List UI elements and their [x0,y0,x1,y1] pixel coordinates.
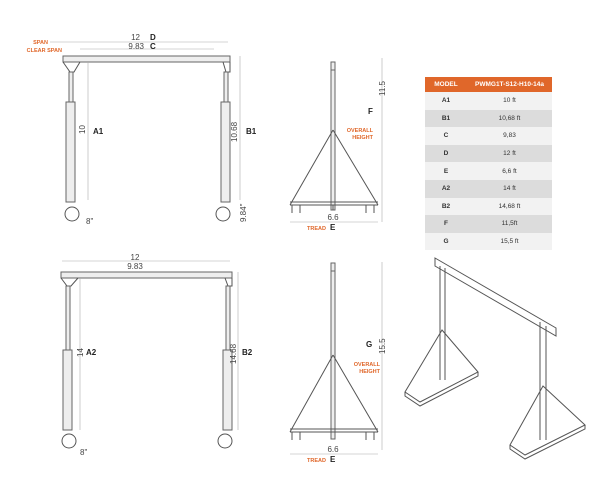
dimension-key: F [425,215,467,233]
f-key: F [368,107,373,116]
span-value: 12 [131,253,140,262]
dimension-key: G [425,232,467,251]
tread-label: TREAD [307,458,326,464]
side-view-low: 11.5 F OVERALL HEIGHT 6.6 TREAD E [289,58,387,232]
dimension-value: 14,68 ft [467,197,552,216]
dimension-key: A1 [425,92,467,110]
tread-value: 6.6 [327,445,339,454]
tread-value: 6.6 [327,213,339,222]
clear-span-value: 9.83 [128,42,144,51]
clear-span-value: 9.83 [127,262,143,271]
span-key: D [150,33,156,42]
front-view-low: SPAN CLEAR SPAN 12 D 9.83 C 10 A1 10.68 … [27,33,257,226]
tread-label: TREAD [307,226,326,232]
dimension-value: 9,83 [467,127,552,145]
dimension-key: C [425,127,467,145]
b2-key: B2 [242,348,253,357]
clear-span-label: CLEAR SPAN [27,48,62,54]
dimension-key: A2 [425,179,467,198]
b2-value: 14.68 [229,343,238,364]
dimension-value: 15,5 ft [467,232,552,251]
a1-value: 10 [78,125,87,134]
side-view-high: 15.5 G OVERALL HEIGHT 6.6 TREAD E [289,262,387,464]
a2-value: 14 [76,348,85,357]
dimension-key: E [425,162,467,180]
wheel-height: 9.84" [239,203,248,222]
dimension-key: D [425,144,467,163]
overall-height-label: OVERALL [354,362,381,368]
tread-key: E [330,455,336,464]
g-value: 15.5 [378,338,387,354]
a2-key: A2 [86,348,97,357]
wheel-diameter: 8" [80,448,87,457]
front-view-high: 12 9.83 14 A2 14.68 B2 8" [60,253,253,457]
span-value: 12 [131,33,140,42]
dimension-value: 12 ft [467,144,552,163]
span-label: SPAN [33,40,48,46]
dimension-value: 10,68 ft [467,109,552,128]
dimension-value: 10 ft [467,92,552,110]
overall-height-label: OVERALL [347,128,374,134]
g-key: G [366,340,372,349]
spec-header-model: MODEL [425,77,467,92]
overall-height-label: HEIGHT [352,135,373,141]
tread-key: E [330,223,336,232]
dimension-key: B1 [425,109,467,128]
f-value: 11.5 [378,80,387,96]
isometric-view [404,257,586,460]
b1-value: 10.68 [230,121,239,142]
dimension-value: 11,5ft [467,215,552,233]
a1-key: A1 [93,127,104,136]
dimension-key: B2 [425,197,467,216]
b1-key: B1 [246,127,257,136]
wheel-diameter: 8" [86,217,93,226]
clear-span-key: C [150,42,156,51]
spec-header-value: PWMG1T-S12-H10-14a [467,77,552,92]
overall-height-label: HEIGHT [359,369,380,375]
dimension-value: 14 ft [467,179,552,198]
dimension-value: 6,6 ft [467,162,552,180]
